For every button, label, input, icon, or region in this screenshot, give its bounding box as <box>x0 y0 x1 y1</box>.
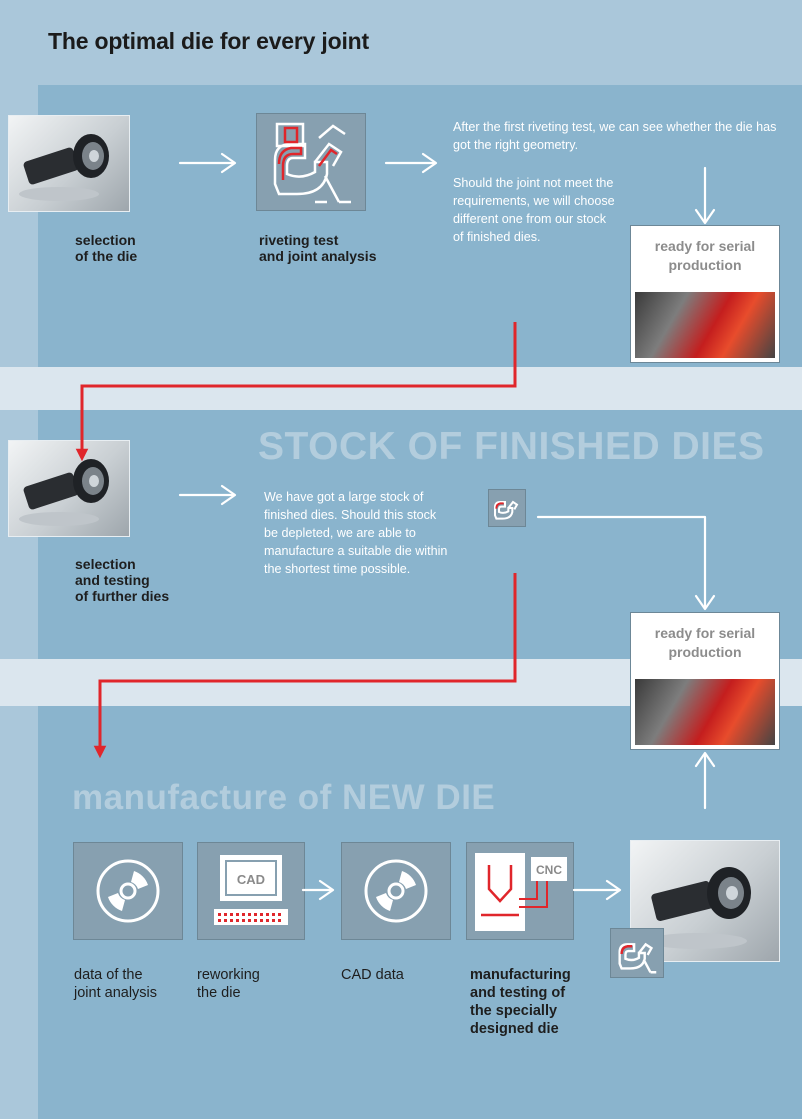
step-label-riveting-test: riveting test and joint analysis <box>259 232 377 264</box>
disc-icon <box>96 859 160 923</box>
ready-serial-production-2: ready for serial production <box>630 612 780 750</box>
text-large-stock: We have got a large stock of finished di… <box>264 490 448 576</box>
label-reworking-die: reworking the die <box>197 967 260 1001</box>
text-first-riveting: After the first riveting test, we can se… <box>453 120 777 152</box>
cnc-machine-icon-box: CNC <box>466 842 574 940</box>
text-joint-requirements: Should the joint not meet the requiremen… <box>453 176 615 244</box>
disc-icon-box-1 <box>73 842 183 940</box>
ready-label-1: ready for serial production <box>654 238 756 273</box>
die-icon <box>19 459 109 526</box>
cad-screen-text: CAD <box>237 872 265 887</box>
riveting-machine-icon <box>618 942 657 974</box>
label-cad-data: CAD data <box>341 967 404 983</box>
disc-icon <box>364 859 428 923</box>
heading-manufacture-new-die: manufacture of NEW DIE <box>72 778 496 817</box>
cnc-label-text: CNC <box>536 863 562 877</box>
production-photo-2 <box>635 679 775 745</box>
cnc-machine-icon: CNC <box>475 853 567 931</box>
riveting-icon-small <box>488 489 526 527</box>
ready-serial-production-1: ready for serial production <box>630 225 780 363</box>
riveting-machine-icon-box <box>256 113 366 211</box>
riveting-machine-icon <box>273 122 351 204</box>
label-manufacturing-testing: manufacturing and testing of the special… <box>470 967 571 1037</box>
computer-icon-box: CAD <box>197 842 305 940</box>
die-photo-2 <box>8 440 130 537</box>
disc-icon-box-2 <box>341 842 451 940</box>
page-title: The optimal die for every joint <box>48 28 369 54</box>
die-icon <box>19 134 109 201</box>
step-label-further-dies: selection and testing of further dies <box>75 556 170 604</box>
die-icon <box>647 867 751 949</box>
die-photo <box>8 115 130 212</box>
band-divider-1 <box>0 367 802 410</box>
label-data-joint-analysis: data of the joint analysis <box>74 967 158 1001</box>
step-label-selection: selection of the die <box>75 232 138 264</box>
riveting-icon-overlay <box>610 928 664 978</box>
heading-stock-finished-dies: STOCK OF FINISHED DIES <box>258 425 765 468</box>
computer-icon: CAD <box>214 855 288 925</box>
riveting-machine-icon <box>494 500 519 520</box>
ready-label-2: ready for serial production <box>654 625 756 660</box>
production-photo-1 <box>635 292 775 358</box>
